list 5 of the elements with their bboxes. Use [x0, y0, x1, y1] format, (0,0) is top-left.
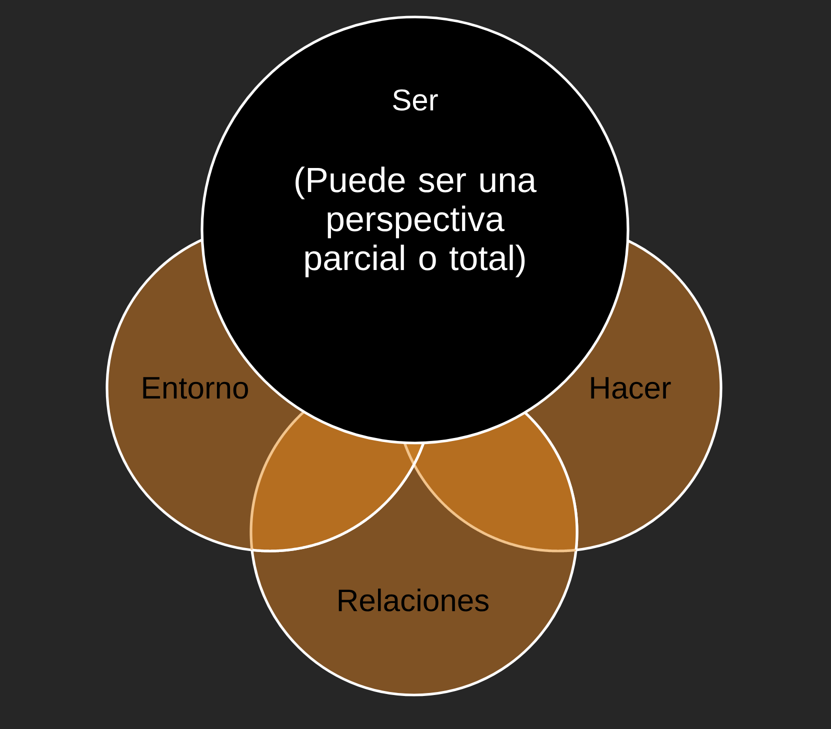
- description: (Puede ser una perspectiva parcial o total): [296, 166, 537, 278]
- label: Hacer: [591, 377, 671, 399]
- label: Relaciones: [338, 588, 489, 612]
- label: Entorno: [143, 377, 248, 399]
- title: Ser: [393, 89, 438, 111]
